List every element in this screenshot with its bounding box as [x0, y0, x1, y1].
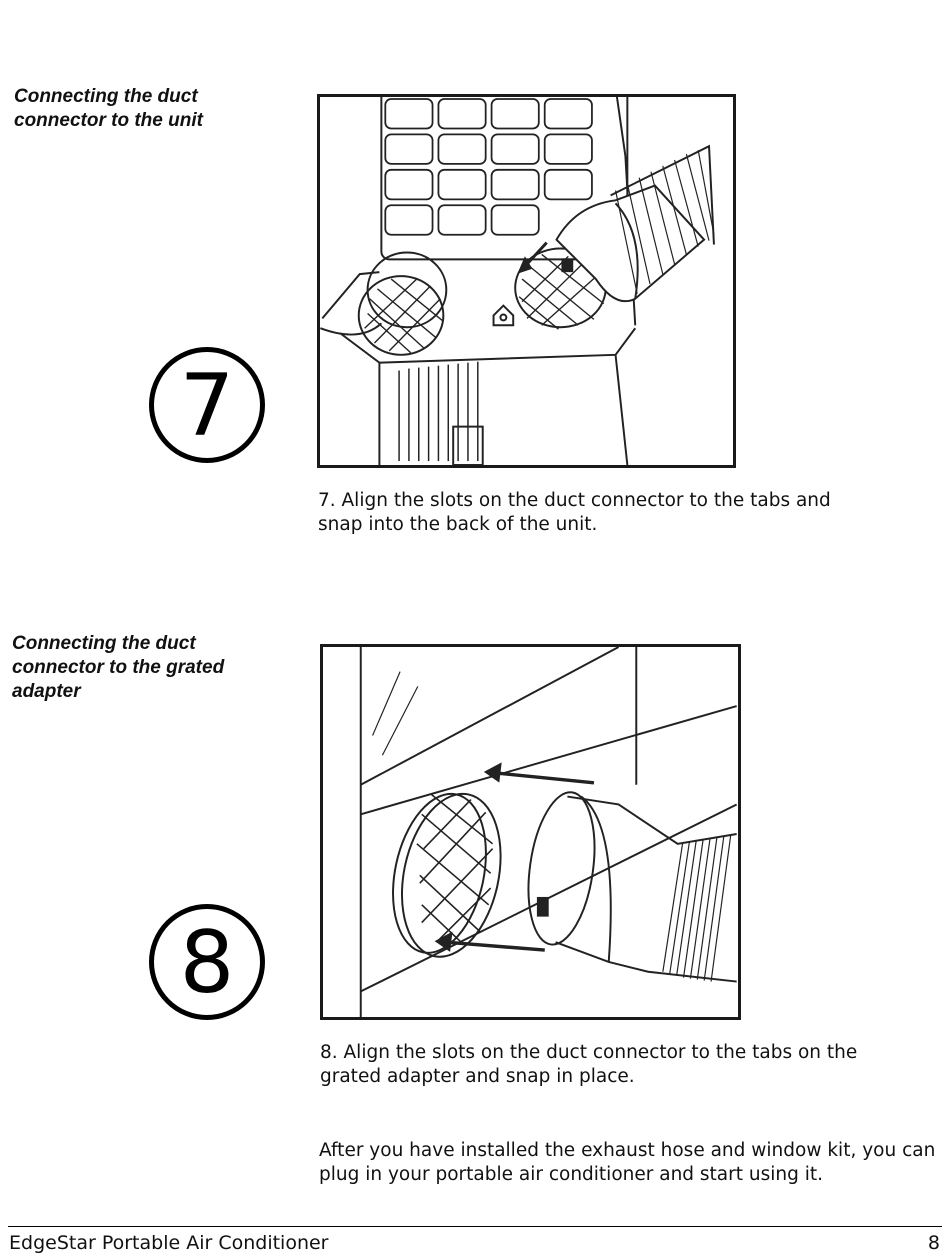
unit-back-drawing [320, 97, 715, 465]
instruction-line: 8. Align the slots on the duct connector… [320, 1042, 858, 1063]
section-heading-duct-to-unit: Connecting the duct connector to the uni… [14, 85, 284, 133]
heading-line: Connecting the duct [14, 86, 198, 107]
illustration-duct-connector-on-unit [317, 94, 736, 468]
heading-line: connector to the unit [14, 110, 203, 131]
heading-line: connector to the grated [12, 657, 225, 678]
instruction-line: snap into the back of the unit. [318, 514, 598, 535]
footer-divider [8, 1226, 942, 1227]
footer-title: EdgeStar Portable Air Conditioner [9, 1232, 329, 1254]
step-number-badge: 7 [149, 347, 265, 463]
instruction-line: grated adapter and snap in place. [320, 1066, 635, 1087]
adapter-drawing [359, 647, 738, 1017]
step-number-badge: 8 [149, 904, 265, 1020]
step-7-instruction: 7. Align the slots on the duct connector… [318, 489, 878, 537]
closing-note-line: After you have installed the exhaust hos… [319, 1140, 936, 1161]
heading-line: Connecting the duct [12, 633, 196, 654]
page-number: 8 [927, 1232, 940, 1254]
section-heading-duct-to-grated-adapter: Connecting the duct connector to the gra… [12, 632, 282, 704]
illustration-duct-connector-on-adapter [320, 644, 741, 1020]
step-8-instruction: 8. Align the slots on the duct connector… [320, 1041, 880, 1089]
closing-note-line: plug in your portable air conditioner an… [319, 1164, 824, 1185]
heading-line: adapter [12, 681, 81, 702]
instruction-line: 7. Align the slots on the duct connector… [318, 490, 831, 511]
closing-note: After you have installed the exhaust hos… [319, 1139, 939, 1187]
